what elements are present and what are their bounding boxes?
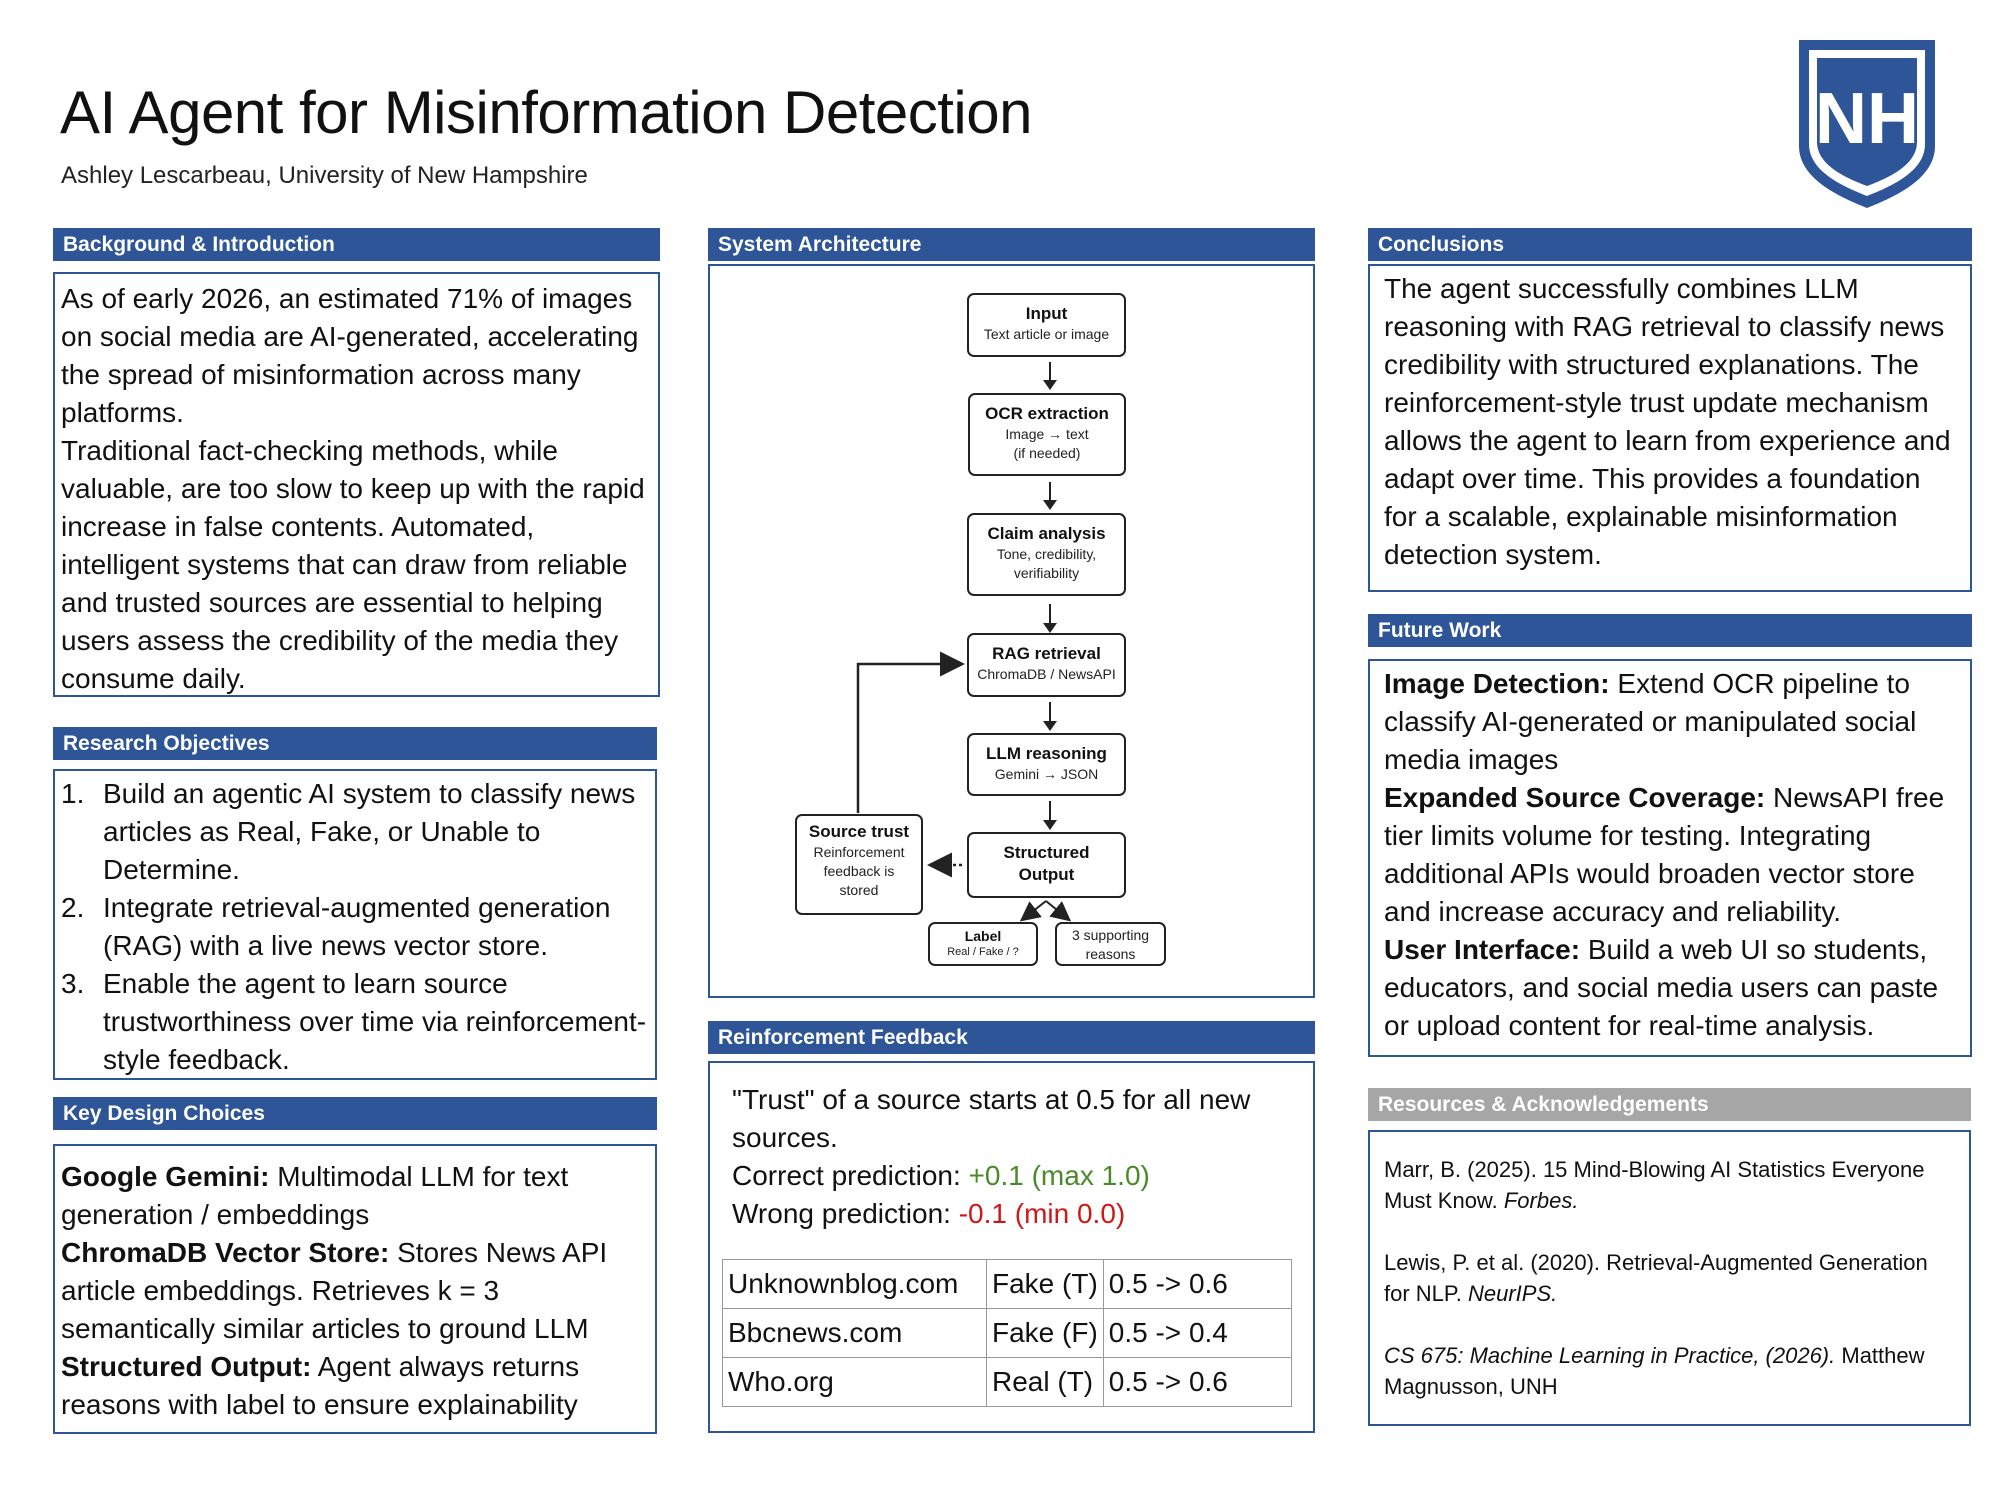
resources-heading: Resources & Acknowledgements [1368, 1088, 1971, 1121]
architecture-connectors [856, 651, 1072, 922]
conclusions-section: The agent successfully combines LLM reas… [1368, 264, 1972, 592]
background-paragraph-2: Traditional fact-checking methods, while… [61, 435, 645, 694]
key-design-item: Google Gemini: Multimodal LLM for text g… [61, 1161, 569, 1230]
table-cell: Real (T) [986, 1357, 1104, 1407]
rag-retrieval-node: RAG retrieval ChromaDB / NewsAPI [967, 633, 1126, 697]
label-node: Label Real / Fake / ? [928, 922, 1038, 966]
table-cell: 0.5 -> 0.6 [1102, 1259, 1292, 1309]
poster-author: Ashley Lescarbeau, University of New Ham… [61, 162, 588, 189]
key-design-section: Google Gemini: Multimodal LLM for text g… [53, 1144, 657, 1434]
future-work-section: Image Detection: Extend OCR pipeline to … [1368, 659, 1972, 1057]
table-row: Bbcnews.com Fake (F) 0.5 -> 0.4 [722, 1308, 1292, 1358]
reinforcement-section: "Trust" of a source starts at 0.5 for al… [708, 1061, 1315, 1433]
future-work-item: Expanded Source Coverage: NewsAPI free t… [1384, 782, 1945, 927]
conclusions-text: The agent successfully combines LLM reas… [1384, 273, 1951, 570]
background-section: As of early 2026, an estimated 71% of im… [53, 272, 660, 697]
objective-item: 3.Enable the agent to learn source trust… [61, 968, 647, 1075]
objectives-section: 1.Build an agentic AI system to classify… [53, 769, 657, 1080]
flow-arrow [1043, 702, 1057, 731]
llm-reasoning-node: LLM reasoning Gemini → JSON [967, 733, 1126, 796]
objectives-heading: Research Objectives [53, 727, 657, 760]
flow-arrow [1043, 604, 1057, 633]
resources-section: Marr, B. (2025). 15 Mind-Blowing AI Stat… [1368, 1130, 1971, 1426]
table-cell: Who.org [722, 1357, 987, 1407]
structured-output-node: Structured Output [967, 832, 1126, 898]
objective-item: 1.Build an agentic AI system to classify… [61, 778, 636, 885]
unh-logo: NH [1799, 40, 1935, 208]
input-node: Input Text article or image [967, 293, 1126, 357]
table-cell: 0.5 -> 0.6 [1102, 1357, 1292, 1407]
flow-arrow [1043, 482, 1057, 510]
objective-item: 2.Integrate retrieval-augmented generati… [61, 892, 611, 961]
flow-arrow [1043, 801, 1057, 830]
architecture-diagram: Input Text article or image OCR extracti… [708, 264, 1315, 998]
reasons-node: 3 supporting reasons [1055, 922, 1166, 966]
table-cell: Fake (F) [986, 1308, 1104, 1358]
conclusions-heading: Conclusions [1368, 228, 1972, 261]
logo-text: NH [1815, 79, 1919, 159]
table-row: Who.org Real (T) 0.5 -> 0.6 [722, 1357, 1292, 1407]
architecture-heading: System Architecture [708, 228, 1315, 261]
poster-title: AI Agent for Misinformation Detection [60, 79, 1032, 146]
key-design-item: Structured Output: Agent always returns … [61, 1351, 580, 1420]
table-row: Unknownblog.com Fake (T) 0.5 -> 0.6 [722, 1259, 1292, 1309]
future-work-heading: Future Work [1368, 614, 1972, 647]
wrong-prediction: Wrong prediction: -0.1 (min 0.0) [732, 1198, 1126, 1229]
trust-start-text: "Trust" of a source starts at 0.5 for al… [732, 1084, 1251, 1153]
ocr-node: OCR extraction Image → text (if needed) [968, 393, 1126, 476]
future-work-item: User Interface: Build a web UI so studen… [1384, 934, 1939, 1041]
future-work-item: Image Detection: Extend OCR pipeline to … [1384, 668, 1917, 775]
reinforcement-heading: Reinforcement Feedback [708, 1021, 1315, 1054]
table-cell: Bbcnews.com [722, 1308, 987, 1358]
flow-arrow [1043, 362, 1057, 390]
table-cell: 0.5 -> 0.4 [1102, 1308, 1292, 1358]
source-trust-node: Source trust Reinforcement feedback is s… [795, 814, 923, 915]
claim-analysis-node: Claim analysis Tone, credibility, verifi… [967, 513, 1126, 596]
background-paragraph-1: As of early 2026, an estimated 71% of im… [61, 283, 639, 428]
correct-prediction: Correct prediction: +0.1 (max 1.0) [732, 1160, 1150, 1191]
reference-item: CS 675: Machine Learning in Practice, (2… [1384, 1343, 1925, 1399]
key-design-item: ChromaDB Vector Store: Stores News API a… [61, 1237, 608, 1344]
trust-table: Unknownblog.com Fake (T) 0.5 -> 0.6 Bbcn… [722, 1259, 1292, 1407]
reference-item: Lewis, P. et al. (2020). Retrieval-Augme… [1384, 1250, 1928, 1306]
background-heading: Background & Introduction [53, 228, 660, 261]
key-design-heading: Key Design Choices [53, 1097, 657, 1130]
reference-item: Marr, B. (2025). 15 Mind-Blowing AI Stat… [1384, 1157, 1925, 1213]
table-cell: Fake (T) [986, 1259, 1104, 1309]
table-cell: Unknownblog.com [722, 1259, 987, 1309]
